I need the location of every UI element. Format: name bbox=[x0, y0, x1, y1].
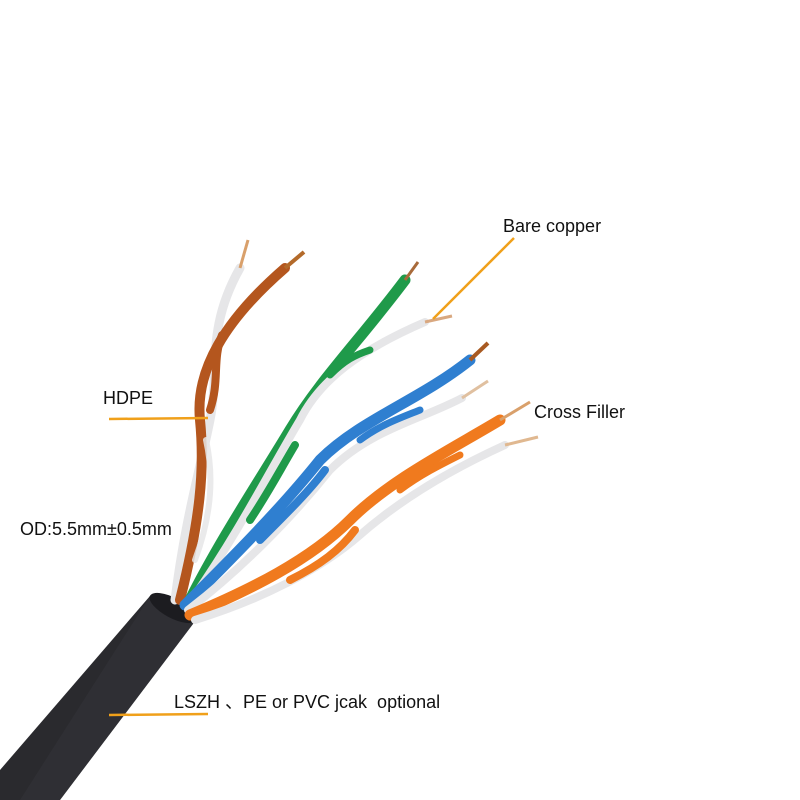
leader-hdpe bbox=[108, 416, 209, 421]
leader-jacket bbox=[108, 712, 209, 717]
wire-pair-brown bbox=[170, 239, 306, 605]
wire-pair-blue bbox=[179, 341, 490, 614]
wire-pair-orange bbox=[184, 400, 539, 624]
label-hdpe: HDPE bbox=[103, 388, 154, 408]
label-cross-filler: Cross Filler bbox=[534, 402, 626, 422]
leader-bare-copper bbox=[432, 237, 515, 320]
label-jacket-material: LSZH 、PE or PVC jcak optional bbox=[174, 692, 441, 712]
label-bare-copper: Bare copper bbox=[503, 216, 602, 236]
label-outer-diameter: OD:5.5mm±0.5mm bbox=[20, 519, 172, 539]
cable-jacket bbox=[0, 592, 197, 800]
leader-lines bbox=[108, 237, 515, 717]
wire-pair-green bbox=[184, 261, 453, 606]
